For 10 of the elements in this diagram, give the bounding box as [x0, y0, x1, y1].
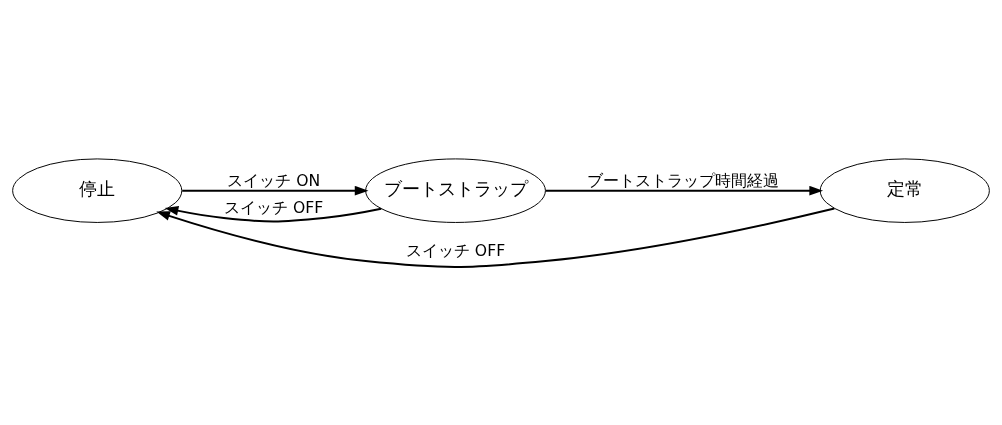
- edge-label: ブートストラップ時間経過: [586, 170, 779, 190]
- node-ellipse: 定常: [819, 157, 990, 223]
- arrow: [181, 185, 369, 195]
- node-ellipse: ブートストラップ: [365, 157, 546, 223]
- edge-label: スイッチ OFF: [405, 240, 506, 260]
- edge-label: スイッチ OFF: [224, 197, 324, 217]
- arrow: [156, 207, 836, 268]
- edge-label: スイッチ ON: [227, 170, 321, 190]
- arrow: [544, 185, 824, 195]
- arrow: [164, 205, 383, 223]
